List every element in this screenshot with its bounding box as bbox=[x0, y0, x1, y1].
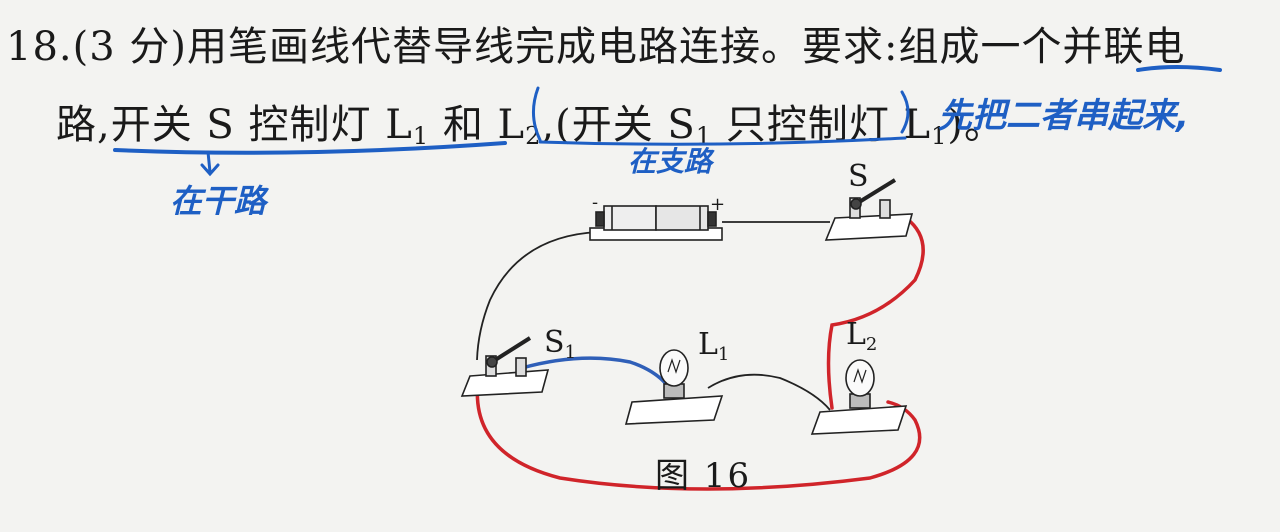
arrow-down-trunk bbox=[200, 150, 220, 177]
lamp-l1-sub: 1 bbox=[718, 344, 729, 365]
q2-text-b: 和 L bbox=[429, 102, 526, 148]
battery-minus-label: - bbox=[592, 192, 598, 213]
q2-text-e: )。 bbox=[947, 102, 1005, 148]
question-line-1: 18.(3 分)用笔画线代替导线完成电路连接。要求:组成一个并联电 bbox=[6, 24, 1186, 70]
underline-branch-requirement bbox=[538, 136, 907, 146]
wire-s-to-l2 bbox=[826, 216, 925, 410]
lamp-l2 bbox=[810, 359, 908, 435]
lamp-l1-letter: L bbox=[698, 327, 718, 362]
switch-s-label: S bbox=[848, 159, 869, 194]
switch-s1-label: S1 bbox=[544, 325, 576, 363]
underline-parallel bbox=[1136, 65, 1222, 72]
lamp-l2-letter: L bbox=[846, 317, 866, 352]
bracket-right bbox=[900, 90, 910, 134]
handwritten-note-series: 先把二者串起来, bbox=[938, 96, 1189, 136]
battery bbox=[589, 205, 723, 241]
question-line-2: 路,开关 S 控制灯 L1 和 L2,(开关 S1 只控制灯 L1)。 bbox=[56, 92, 1005, 150]
lamp-l1 bbox=[624, 349, 724, 425]
q2-text-a: 路,开关 S 控制灯 L bbox=[56, 102, 413, 148]
black-wires bbox=[476, 221, 831, 411]
wire-s1-to-l2-loop bbox=[475, 380, 922, 491]
lamp-l2-sub: 2 bbox=[866, 334, 877, 355]
handwritten-note-branch: 在支路 bbox=[628, 145, 713, 178]
bracket-left bbox=[532, 86, 542, 142]
handwritten-note-trunk: 在干路 bbox=[170, 182, 267, 220]
switch-s1 bbox=[460, 336, 550, 397]
wire-battery-to-s1 bbox=[476, 231, 599, 361]
switch-s1-letter: S bbox=[544, 325, 565, 360]
figure-caption: 图 16 bbox=[655, 456, 752, 496]
wire-s1-to-l1 bbox=[520, 356, 674, 394]
q2-sub-a: 1 bbox=[412, 122, 430, 150]
switch-s bbox=[824, 178, 914, 241]
lamp-l1-label: L1 bbox=[698, 327, 729, 365]
red-wires bbox=[475, 216, 925, 491]
q2-text-c: ,(开关 S bbox=[541, 102, 696, 148]
pen-markings bbox=[113, 65, 1222, 177]
switch-s1-sub: 1 bbox=[565, 342, 576, 363]
wire-l1-to-l2 bbox=[707, 373, 831, 411]
battery-plus-label: + bbox=[710, 194, 725, 215]
q2-sub-d: 1 bbox=[931, 122, 948, 150]
underline-trunk-requirement bbox=[113, 141, 507, 155]
lamp-l2-label: L2 bbox=[846, 317, 877, 355]
